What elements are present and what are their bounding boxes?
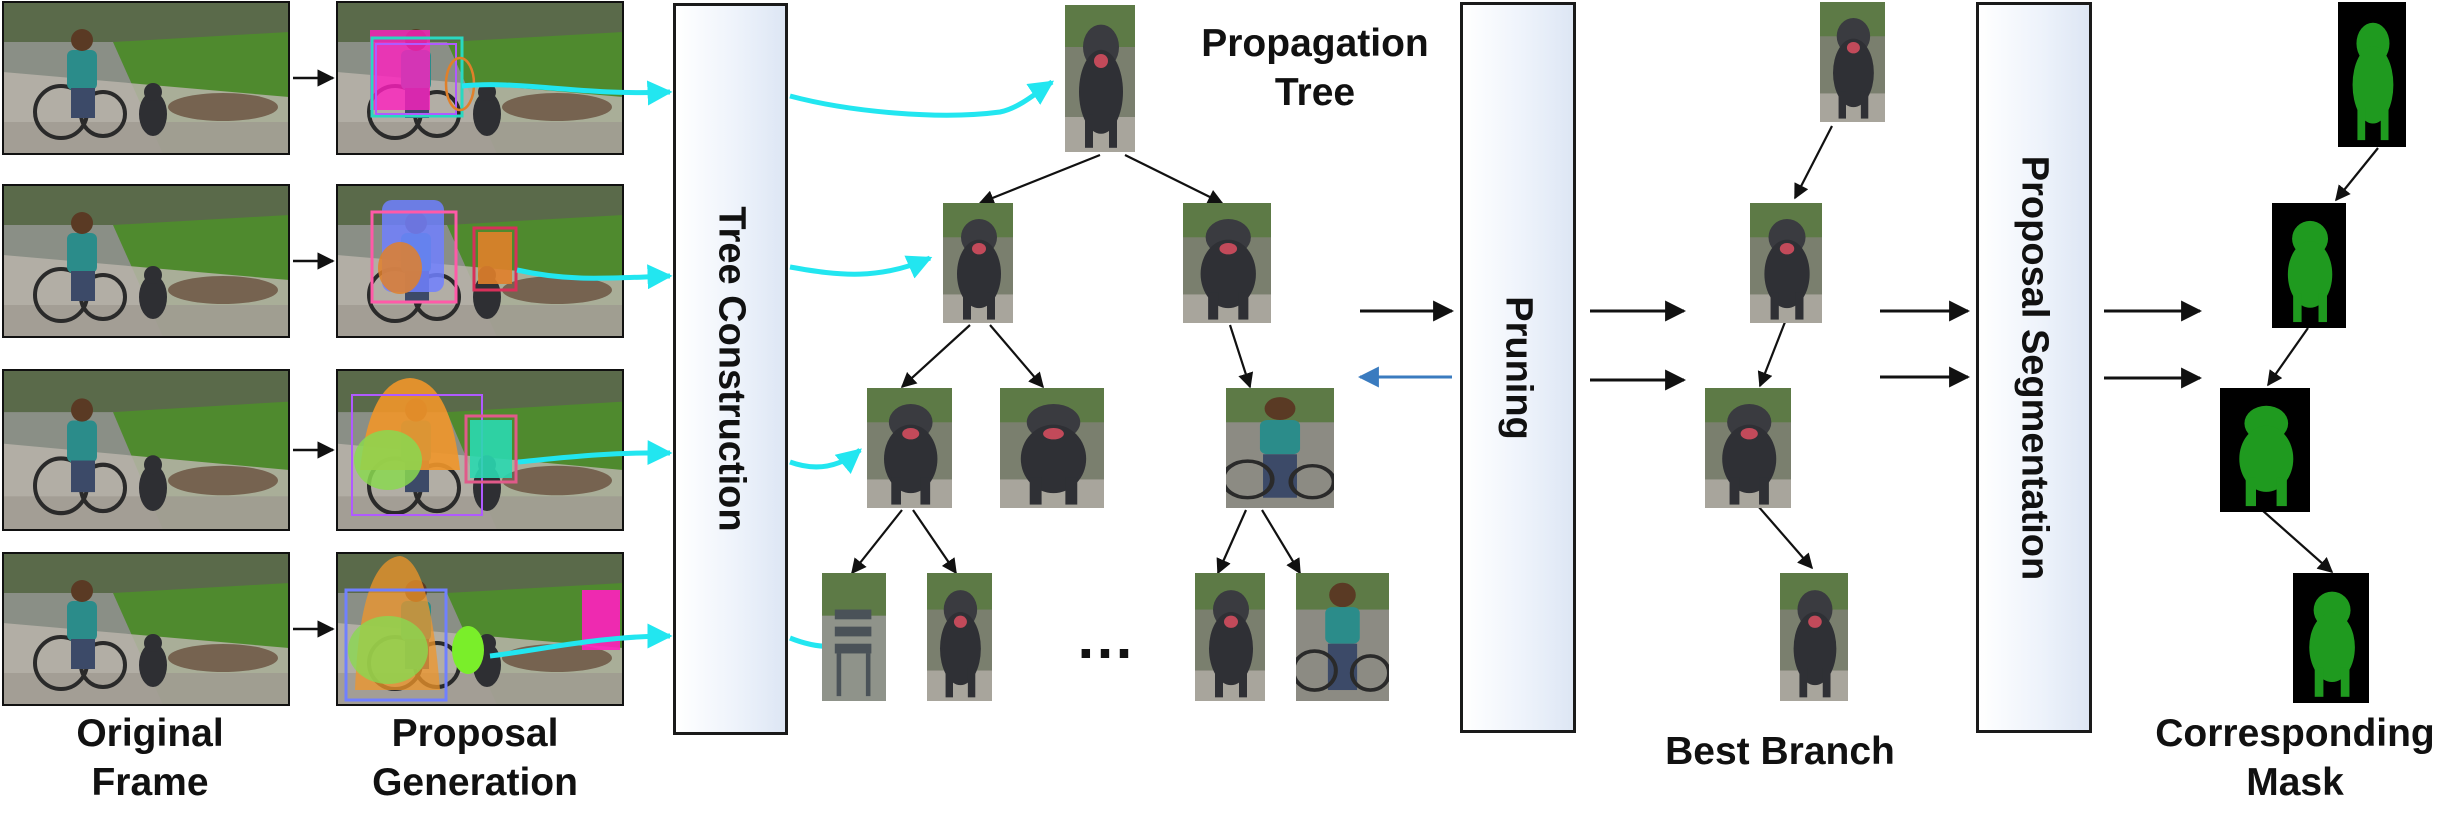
original-frames	[2, 1, 290, 706]
segmentation-to-mask-arrows	[2104, 300, 2203, 389]
tree-node-root	[1065, 5, 1135, 152]
corresponding-mask-label: Corresponding Mask	[2140, 710, 2450, 808]
propagation-tree	[822, 5, 1389, 701]
tree-pruning-arrows	[1357, 300, 1455, 388]
corresponding-mask-label-line2: Mask	[2246, 760, 2344, 804]
proposal-generation-label: Proposal Generation	[345, 710, 605, 808]
tree-node-l2-b	[1000, 388, 1104, 508]
mask-3	[2220, 388, 2310, 512]
branch-to-segmentation-arrows	[1880, 300, 1971, 388]
best-branch-label: Best Branch	[1665, 730, 1895, 773]
tree-node-l1-left	[943, 203, 1013, 323]
proposal-frame-3	[336, 369, 624, 531]
proposal-generation-label-line2: Generation	[372, 760, 578, 804]
tree-node-l3-a	[822, 573, 886, 701]
mask-2	[2272, 203, 2346, 328]
original-frame-3	[2, 369, 290, 531]
pruning-to-branch-arrows	[1590, 300, 1687, 391]
tree-node-l1-right	[1183, 203, 1271, 323]
mask-1	[2338, 2, 2406, 147]
tree-ellipsis: …	[1075, 604, 1135, 671]
proposal-frame-1	[336, 1, 624, 155]
best-branch-node-3	[1705, 388, 1791, 508]
tree-node-l3-d	[1296, 573, 1389, 701]
propagation-tree-label-line1: Propagation	[1201, 22, 1429, 65]
proposal-segmentation-label: Proposal Segmentation	[2013, 155, 2056, 580]
propagation-tree-label-line2: Tree	[1274, 70, 1356, 114]
tree-edges	[851, 153, 1301, 575]
mask-4	[2293, 573, 2369, 703]
proposal-segmentation-stage: Proposal Segmentation	[1976, 2, 2092, 733]
pruning-label: Pruning	[1497, 295, 1540, 440]
tree-node-l2-c	[1223, 388, 1334, 508]
proposal-frame-2	[336, 184, 624, 338]
frame-to-proposal-arrows	[293, 69, 335, 638]
pruning-stage: Pruning	[1460, 2, 1576, 733]
proposal-to-tree-arrows	[461, 80, 673, 659]
tree-construction-label: Tree Construction	[710, 206, 752, 532]
propagation-tree-label: Propagation Tree	[1180, 20, 1450, 118]
corresponding-mask-label-line1: Corresponding	[2155, 712, 2435, 755]
tree-node-l2-a	[867, 388, 952, 508]
best-branch-node-1	[1820, 2, 1885, 122]
proposal-frame-4	[336, 552, 624, 706]
original-frame-label-line1: Original	[76, 712, 224, 755]
original-frame-label: Original Frame	[40, 710, 260, 808]
proposal-frames	[336, 1, 624, 706]
original-frame-1	[2, 1, 290, 155]
tree-node-l3-b	[927, 573, 992, 701]
tree-node-l3-c	[1195, 573, 1265, 701]
tree-input-arrows	[789, 79, 1055, 650]
best-branch-node-2	[1750, 203, 1822, 323]
tree-construction-stage: Tree Construction	[673, 3, 788, 735]
proposal-generation-label-line1: Proposal	[391, 712, 559, 755]
original-frame-4	[2, 552, 290, 706]
corresponding-masks	[2220, 2, 2406, 703]
original-frame-2	[2, 184, 290, 338]
original-frame-label-line2: Frame	[91, 760, 209, 804]
best-branch-node-4	[1780, 573, 1848, 701]
best-branch	[1705, 2, 1885, 701]
